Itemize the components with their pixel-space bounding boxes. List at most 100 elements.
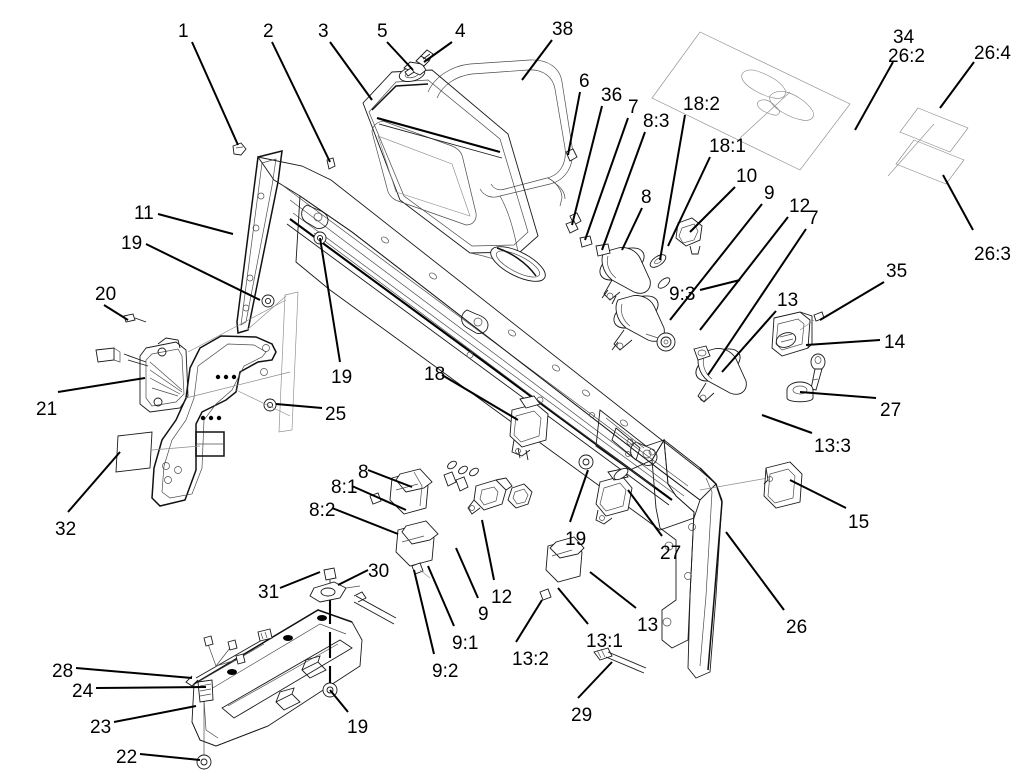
callout-10: 10 bbox=[736, 166, 758, 187]
right-side-bracket-26 bbox=[595, 409, 769, 679]
callout-8: 8 bbox=[358, 462, 369, 483]
callout-9-1: 9:1 bbox=[452, 633, 479, 654]
gauge-8 bbox=[599, 247, 651, 305]
callout-7: 7 bbox=[628, 97, 639, 118]
leader-line-34 bbox=[854, 61, 894, 131]
callout-35: 35 bbox=[886, 261, 908, 282]
decal-group bbox=[651, 31, 969, 185]
callout-13-2: 13:2 bbox=[512, 649, 549, 670]
callout-18: 18 bbox=[424, 364, 446, 385]
callout-28: 28 bbox=[52, 661, 74, 682]
leader-line-7 bbox=[707, 228, 807, 376]
leader-line-22 bbox=[139, 753, 201, 761]
nut-1 bbox=[232, 142, 247, 156]
callout-1: 1 bbox=[178, 21, 189, 42]
pin-13-2 bbox=[539, 588, 552, 601]
callout-25: 25 bbox=[325, 404, 347, 425]
callout-21: 21 bbox=[36, 399, 58, 420]
leader-line-30 bbox=[337, 569, 369, 586]
callout-30: 30 bbox=[368, 561, 390, 582]
leader-line-26 bbox=[725, 531, 785, 611]
lower-tray-assembly bbox=[185, 567, 397, 770]
leader-line-24 bbox=[95, 686, 207, 689]
toggle-switch-18 bbox=[509, 395, 549, 461]
decal-26-4 bbox=[899, 107, 969, 153]
callout-8-2: 8:2 bbox=[309, 500, 336, 521]
leader-line-36 bbox=[571, 105, 603, 226]
screw-20 bbox=[123, 313, 147, 323]
callout-20: 20 bbox=[95, 284, 117, 305]
callout-13: 13 bbox=[637, 615, 659, 636]
relay-15 bbox=[763, 461, 803, 509]
leader-line-26-4 bbox=[939, 61, 975, 109]
callout-22: 22 bbox=[116, 747, 138, 768]
leader-line-18-1 bbox=[667, 156, 711, 247]
leader-line-19 bbox=[569, 469, 589, 523]
callout-31: 31 bbox=[258, 582, 280, 603]
harness-28 bbox=[185, 628, 273, 687]
callout-6: 6 bbox=[579, 71, 590, 92]
leader-line-28 bbox=[75, 667, 193, 679]
decal-34 bbox=[651, 31, 851, 171]
leader-line-9-2 bbox=[413, 569, 435, 655]
leader-line-11 bbox=[157, 213, 234, 235]
callout-27: 27 bbox=[660, 543, 682, 564]
leader-line-27 bbox=[627, 489, 663, 537]
callout-9-3: 9:3 bbox=[669, 284, 696, 305]
callout-8-1: 8:1 bbox=[331, 477, 358, 498]
callout-15: 15 bbox=[848, 512, 870, 533]
leader-line-20 bbox=[103, 304, 129, 321]
nut-19-center bbox=[578, 454, 594, 470]
callout-13: 13 bbox=[777, 290, 799, 311]
callout-13-1: 13:1 bbox=[586, 631, 623, 652]
nut-19-left bbox=[261, 294, 275, 308]
callout-13-3: 13:3 bbox=[814, 436, 851, 457]
callout-24: 24 bbox=[72, 681, 94, 702]
leader-line-13-3 bbox=[761, 414, 813, 434]
pin-tool-29 bbox=[593, 647, 647, 674]
pin-36 bbox=[565, 220, 579, 234]
callout-8-3: 8:3 bbox=[643, 111, 670, 132]
leader-line-13-2 bbox=[515, 599, 543, 643]
leader-line-18 bbox=[441, 374, 519, 421]
washer-18-2 bbox=[649, 254, 667, 268]
decal-26-3 bbox=[895, 139, 965, 185]
callout-38: 38 bbox=[552, 19, 574, 40]
leader-line-7 bbox=[584, 117, 629, 241]
callout-36: 36 bbox=[601, 85, 623, 106]
leader-line-1 bbox=[191, 41, 239, 146]
callout-11: 11 bbox=[134, 203, 154, 224]
callout-26-3: 26:3 bbox=[974, 244, 1011, 265]
gauge-9 bbox=[611, 295, 665, 351]
pin-6a bbox=[565, 148, 578, 162]
leader-line-21 bbox=[57, 377, 146, 393]
leader-line-8-1 bbox=[351, 485, 407, 511]
callout-18-1: 18:1 bbox=[709, 136, 746, 157]
leader-line-23 bbox=[113, 705, 197, 723]
leader-lines bbox=[57, 39, 975, 761]
clip-8-2 bbox=[395, 520, 439, 567]
callout-19: 19 bbox=[121, 233, 143, 254]
clip-13-1 bbox=[545, 536, 585, 583]
leader-line-12 bbox=[699, 216, 789, 331]
callout-29: 29 bbox=[571, 705, 593, 726]
leader-line-9 bbox=[455, 547, 479, 599]
clamp-30 bbox=[309, 581, 361, 603]
ignition-key-27 bbox=[810, 353, 826, 391]
dash-support-panel bbox=[236, 150, 717, 531]
callout-8: 8 bbox=[641, 187, 652, 208]
callout-7: 7 bbox=[808, 208, 819, 229]
leader-line-15 bbox=[789, 479, 847, 509]
leader-line-8 bbox=[621, 207, 643, 251]
leader-line-26-3 bbox=[942, 174, 974, 231]
leader-line-38 bbox=[521, 39, 553, 81]
callout-9: 9 bbox=[478, 604, 489, 625]
leader-line-13-1 bbox=[557, 587, 589, 625]
callout-2: 2 bbox=[263, 21, 274, 42]
leader-line-6 bbox=[567, 91, 581, 156]
nut-22 bbox=[196, 754, 212, 770]
nut-25 bbox=[263, 398, 277, 412]
clip-8 bbox=[389, 468, 433, 515]
left-bracket-assembly bbox=[95, 299, 291, 507]
ring-9-3 bbox=[645, 332, 676, 352]
